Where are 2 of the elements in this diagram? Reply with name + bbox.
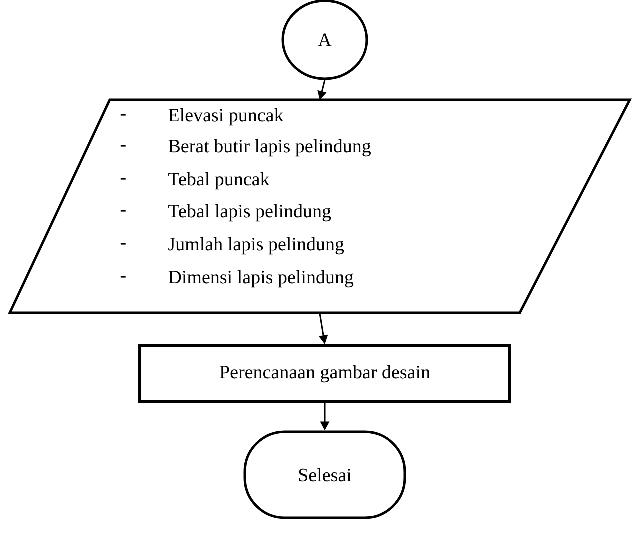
terminal-box: Selesai — [244, 430, 406, 520]
process-box: Perencanaan gambar desain — [138, 344, 512, 404]
